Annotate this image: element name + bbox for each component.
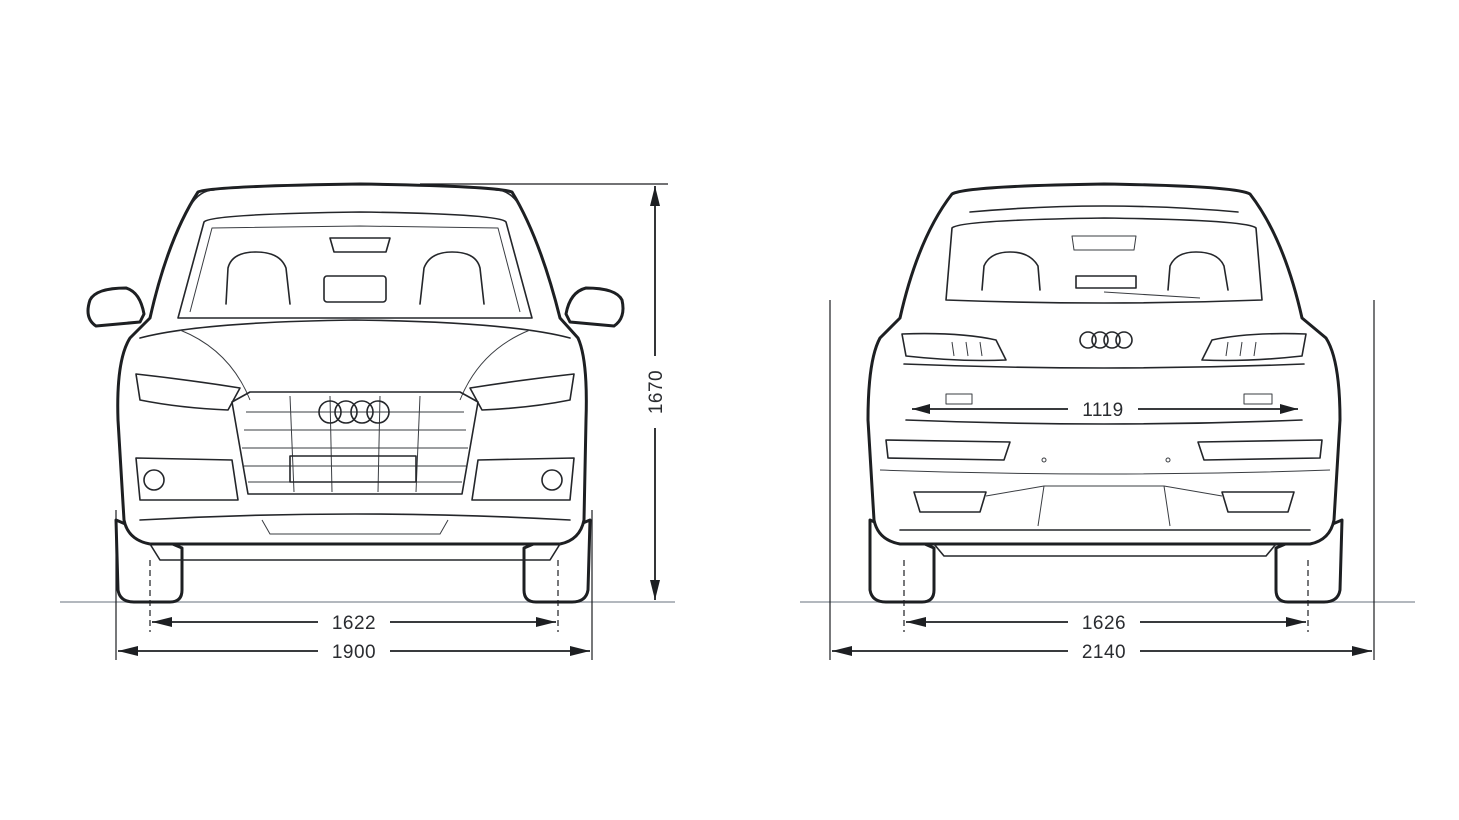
front-track-label: 1622 xyxy=(332,613,376,634)
rear-loading-dimension: 1119 xyxy=(912,397,1298,421)
rear-right-exhaust xyxy=(1221,491,1295,513)
rear-body xyxy=(866,182,1342,546)
front-left-intake xyxy=(135,457,239,501)
rear-window xyxy=(945,217,1263,304)
front-right-tyre xyxy=(522,518,592,604)
front-left-mirror xyxy=(86,286,146,328)
rear-track-dimension: 1626 xyxy=(906,610,1306,634)
rear-right-taillight xyxy=(1201,332,1307,362)
rear-view-car xyxy=(866,182,1344,604)
front-right-mirror xyxy=(564,286,625,328)
rear-left-taillight xyxy=(901,332,1007,362)
front-width-dimension: 1900 xyxy=(118,639,590,663)
front-right-headlight xyxy=(469,373,575,411)
rear-audi-logo xyxy=(1079,331,1133,349)
rear-engine-badge xyxy=(1243,393,1273,405)
height-label: 1670 xyxy=(646,370,667,414)
front-left-tyre xyxy=(114,518,184,604)
front-left-headlight xyxy=(135,373,241,411)
rear-track-label: 1626 xyxy=(1082,613,1126,634)
rear-left-exhaust xyxy=(913,491,987,513)
rear-model-badge xyxy=(945,393,973,405)
rear-loading-label: 1119 xyxy=(1082,400,1123,421)
front-view-car xyxy=(86,182,625,604)
rear-width-dimension: 2140 xyxy=(832,639,1372,663)
rear-right-tyre xyxy=(1274,518,1344,604)
front-right-intake xyxy=(471,457,575,501)
front-audi-logo xyxy=(318,400,390,424)
front-width-label: 1900 xyxy=(332,642,376,663)
height-dimension: 1670 xyxy=(643,186,667,600)
rear-width-label: 2140 xyxy=(1082,642,1126,663)
front-grille xyxy=(231,391,479,495)
front-track-dimension: 1622 xyxy=(152,610,556,634)
front-windshield xyxy=(177,211,533,319)
